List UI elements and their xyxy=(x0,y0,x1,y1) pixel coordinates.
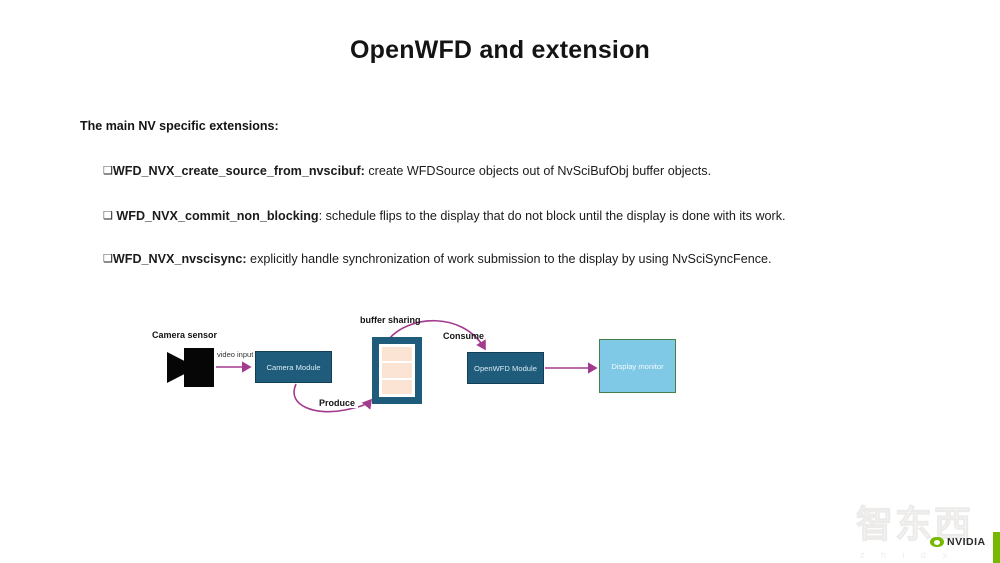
buffer-sharing-label: buffer sharing xyxy=(360,315,421,325)
produce-arrow xyxy=(293,383,373,413)
nvidia-eye-icon xyxy=(930,537,944,547)
display-monitor-box: Display monitor xyxy=(599,339,676,393)
display-monitor-label: Display monitor xyxy=(611,361,664,371)
watermark-cn-text: 智东西 xyxy=(856,504,973,546)
video-input-label: video input xyxy=(217,350,254,359)
buffer-slot xyxy=(382,363,412,378)
nvidia-wordmark: NVIDIA xyxy=(947,536,986,548)
page-title: OpenWFD and extension xyxy=(349,36,651,64)
bullet-commit-non-blocking: ❑ WFD_NVX_commit_non_blocking: schedule … xyxy=(103,209,903,223)
bullet-description: explicitly handle synchronization of wor… xyxy=(246,252,772,266)
square-bullet-icon: ❑ xyxy=(103,253,113,265)
openwfd-module-box: OpenWFD Module xyxy=(467,352,544,384)
buffer-slot xyxy=(382,379,412,394)
pipeline-diagram: Camera sensor video input Camera Module … xyxy=(140,300,710,435)
buffer-stack xyxy=(379,344,415,397)
nvidia-logo: NVIDIA xyxy=(930,536,986,548)
bullet-description: : schedule flips to the display that do … xyxy=(318,209,786,223)
produce-label: Produce xyxy=(316,398,359,408)
bullet-term: WFD_NVX_nvscisync: xyxy=(112,252,247,266)
bullet-term: WFD_NVX_commit_non_blocking xyxy=(112,209,319,223)
bullet-create-source: ❑WFD_NVX_create_source_from_nvscibuf: cr… xyxy=(103,164,903,178)
buffer-slot xyxy=(382,347,412,362)
openwfd-module-label: OpenWFD Module xyxy=(474,363,537,373)
camera-icon xyxy=(184,348,214,387)
consume-arrow xyxy=(388,319,486,351)
intro-text: The main NV specific extensions: xyxy=(80,119,279,133)
camera-icon xyxy=(167,352,185,383)
bullet-nvscisync: ❑WFD_NVX_nvscisync: explicitly handle sy… xyxy=(103,252,903,266)
consume-label: Consume xyxy=(443,331,485,341)
camera-module-box: Camera Module xyxy=(255,351,332,383)
zhidx-watermark: 智东西 z h i d x xyxy=(856,494,976,561)
arrow-layer xyxy=(216,319,598,413)
camera-module-label: Camera Module xyxy=(266,362,321,372)
square-bullet-icon: ❑ xyxy=(103,165,113,177)
bullet-description: create WFDSource objects out of NvSciBuf… xyxy=(364,164,712,178)
bullet-term: WFD_NVX_create_source_from_nvscibuf: xyxy=(112,164,365,178)
shared-buffer-box xyxy=(372,337,422,404)
green-edge-bar xyxy=(993,532,1000,563)
square-bullet-icon: ❑ xyxy=(103,210,113,222)
watermark-en-text: z h i d x xyxy=(860,550,955,560)
camera-sensor-label: Camera sensor xyxy=(152,330,218,340)
